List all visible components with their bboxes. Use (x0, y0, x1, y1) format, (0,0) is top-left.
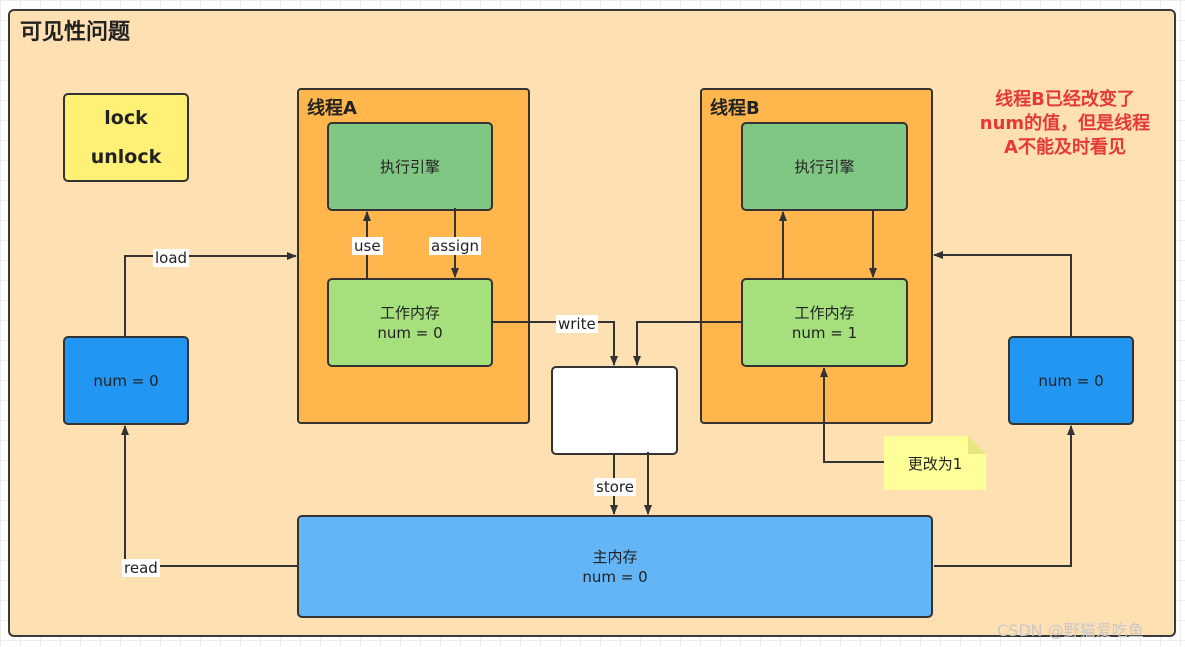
sticky-note-shape (884, 436, 986, 490)
diagram-title: 可见性问题 (20, 20, 131, 45)
load-label: load (153, 249, 190, 267)
sticky-note: 更改为1 (884, 436, 986, 490)
thread-b-work-memory: 工作内存 num = 1 (741, 278, 908, 367)
right-variable-value: num = 0 (1038, 371, 1104, 390)
read-label: read (122, 559, 160, 577)
thread-b-title: 线程B (710, 98, 760, 119)
thread-a-work-memory: 工作内存 num = 0 (327, 278, 493, 367)
annotation-line-2: num的值，但是线程 (979, 113, 1151, 134)
unlock-label: unlock (90, 145, 162, 168)
assign-label: assign (429, 237, 482, 255)
use-label: use (352, 237, 383, 255)
thread-b-engine: 执行引擎 (741, 122, 908, 211)
store-label: store (594, 478, 636, 496)
main-memory-value: num = 0 (582, 567, 648, 586)
main-memory-name: 主内存 (592, 547, 638, 566)
buffer-box (551, 366, 678, 455)
thread-b-write-arrow (633, 321, 741, 366)
annotation-text: 线程B已经改变了 num的值，但是线程 A不能及时看见 (960, 88, 1170, 160)
write-label: write (556, 315, 598, 333)
main-memory-box: 主内存 num = 0 (297, 515, 933, 618)
load-arrow (124, 252, 297, 336)
thread-a-title: 线程A (307, 98, 357, 119)
thread-b-work-memory-value: num = 1 (791, 323, 858, 342)
sticky-note-text: 更改为1 (907, 454, 963, 473)
right-read-arrow (934, 425, 1075, 567)
note-arrow (820, 367, 884, 463)
lock-unlock-box: lock unlock (63, 93, 189, 182)
thread-a-work-memory-value: num = 0 (377, 323, 443, 342)
thread-b-engine-label: 执行引擎 (794, 158, 855, 176)
right-load-arrow (933, 251, 1072, 336)
left-variable-box: num = 0 (63, 336, 189, 425)
right-variable-box: num = 0 (1008, 336, 1134, 425)
left-variable-value: num = 0 (93, 371, 159, 390)
thread-b-work-memory-name: 工作内存 (794, 303, 855, 322)
thread-a-engine-label: 执行引擎 (379, 158, 440, 176)
annotation-line-3: A不能及时看见 (1004, 137, 1126, 158)
thread-a-engine: 执行引擎 (327, 122, 493, 211)
thread-a-work-memory-name: 工作内存 (379, 303, 440, 322)
write-arrow (493, 321, 618, 366)
watermark: CSDN @野猫爱吃鱼 (997, 621, 1144, 640)
lock-label: lock (104, 107, 148, 130)
annotation-line-1: 线程B已经改变了 (995, 89, 1135, 110)
read-arrow (121, 425, 297, 567)
